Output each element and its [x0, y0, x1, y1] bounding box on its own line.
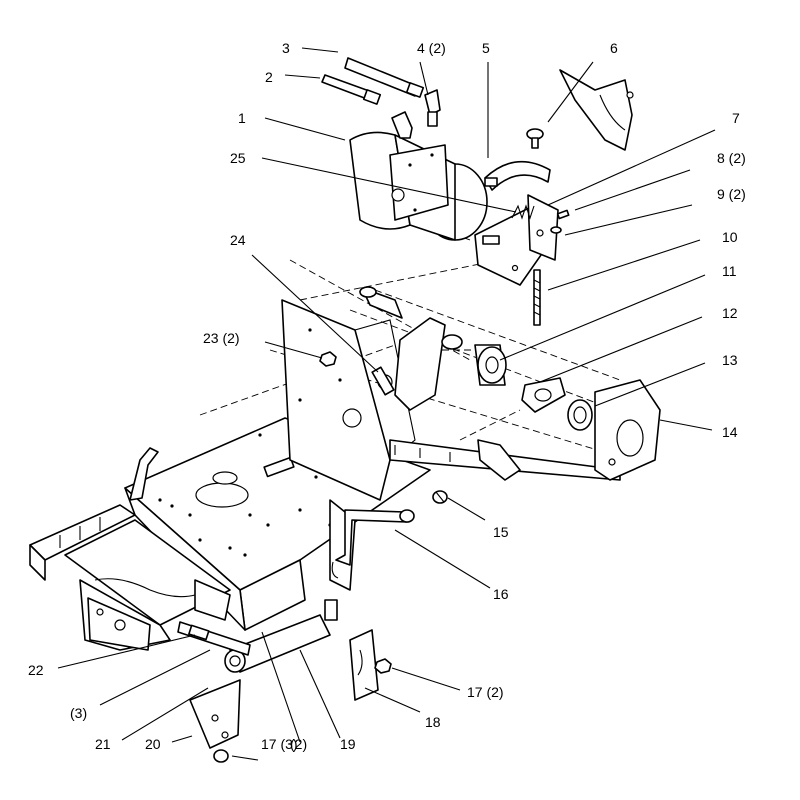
- callout-24: 24: [230, 232, 246, 248]
- hydraulic-cylinder: [224, 599, 338, 673]
- bolt-and-washer: [550, 209, 570, 234]
- upper-shield-bracket: [559, 69, 634, 151]
- bolt-17-upper: [374, 658, 392, 674]
- leader-lines: [57, 47, 716, 761]
- callout-qty-3: (3): [70, 705, 87, 721]
- frame-chassis: [29, 299, 621, 651]
- pivot-arm: [377, 317, 463, 411]
- callout-2: 2: [265, 69, 273, 85]
- wing-nut: [526, 128, 544, 149]
- callout-3: 3: [282, 40, 290, 56]
- callout-16: 16: [493, 586, 509, 602]
- callout-9: 9 (2): [717, 186, 746, 202]
- callout-14: 14: [722, 424, 738, 440]
- callout-25: 25: [230, 150, 246, 166]
- callout-23: 23 (2): [203, 330, 240, 346]
- callout-19: 19: [340, 736, 356, 752]
- control-rod: [331, 509, 415, 579]
- callout-7: 7: [732, 110, 740, 126]
- mount-bolt-24: [371, 366, 395, 396]
- clevis-pin-22: [188, 624, 210, 641]
- callout-15: 15: [493, 524, 509, 540]
- callout-4: 4 (2): [417, 40, 446, 56]
- callout-21: 21: [95, 736, 111, 752]
- bolt-17-lower: [213, 749, 229, 763]
- callout-8: 8 (2): [717, 150, 746, 166]
- hex-nut-23: [319, 351, 337, 367]
- spring: [511, 204, 535, 220]
- callout-17a: 17 (2): [467, 684, 504, 700]
- callout-1: 1: [238, 110, 246, 126]
- callout-5: 5: [482, 40, 490, 56]
- hydraulic-pump: [349, 131, 488, 241]
- end-bracket: [189, 679, 241, 749]
- hydraulic-hose-long: [344, 57, 425, 98]
- flange-bearing: [474, 344, 507, 386]
- callout-11: 11: [722, 263, 737, 279]
- callout-labels: 1 2 3 4 (2) 5 6 7 8 (2) 9 (2) 10 11 12 1…: [28, 40, 746, 752]
- lower-mount-bracket: [349, 629, 379, 701]
- bearing-seal: [567, 399, 593, 431]
- eccentric-collar: [521, 377, 566, 413]
- callout-10: 10: [722, 229, 738, 245]
- carriage-bolt: [533, 269, 541, 326]
- hydraulic-hose-short: [321, 74, 382, 105]
- hose-clamp: [484, 160, 551, 191]
- callout-18: 18: [425, 714, 441, 730]
- side-mount-bracket: [594, 379, 661, 481]
- callout-20: 20: [145, 736, 161, 752]
- callout-22: 22: [28, 662, 44, 678]
- elbow-fittings: [391, 89, 441, 139]
- callout-qty-2: (2): [290, 736, 307, 752]
- callout-12: 12: [722, 305, 738, 321]
- callout-17b: 17 (3): [261, 736, 298, 752]
- drive-shaft: [359, 286, 403, 319]
- callout-6: 6: [610, 40, 618, 56]
- retaining-clip: [432, 490, 448, 504]
- callout-13: 13: [722, 352, 738, 368]
- cylinder-rod: [177, 621, 251, 656]
